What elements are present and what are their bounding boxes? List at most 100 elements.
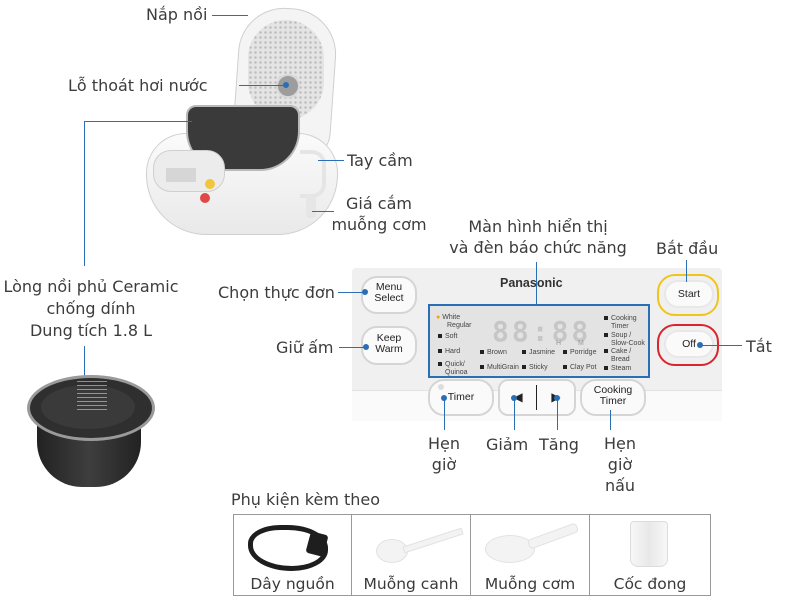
menu-cooking: Cooking [611, 315, 637, 322]
label-decrease: Giảm [486, 435, 529, 454]
accessory-cell: Muỗng cơm [471, 515, 590, 595]
callout-line [686, 260, 687, 282]
brand-logo: Panasonic [500, 276, 563, 290]
menu-white: White [442, 314, 461, 321]
callout-line [514, 398, 515, 430]
label-menu-select: Chọn thực đơn [218, 283, 335, 302]
menu-select-button[interactable]: Menu Select [361, 276, 417, 314]
label-inner-pot: Lòng nồi phủ Ceramic chống dính Dung tíc… [2, 276, 180, 342]
cooking-timer-line2: Timer [599, 395, 627, 407]
callout-line [239, 85, 287, 86]
menu-soft: Soft [445, 333, 458, 340]
menu-item-clay-pot: Clay Pot [563, 364, 596, 372]
label-lid: Nắp nồi [146, 5, 208, 24]
menu-multigrain: MultiGrain [487, 364, 519, 371]
label-handle: Tay cầm [347, 151, 413, 170]
callout-dot [511, 395, 517, 401]
rice-paddle-icon [485, 535, 535, 563]
callout-line [318, 160, 344, 161]
callout-line [338, 292, 366, 293]
menu-sticky: Sticky [529, 364, 548, 371]
menu-item-sticky: Sticky [522, 364, 548, 372]
label-spoon-holder-line1: Giá cắm [346, 194, 412, 213]
label-spoon-holder-line2: muỗng cơm [331, 215, 427, 234]
decrease-button[interactable]: ◀ [513, 390, 523, 404]
menu-select-line2: Select [374, 292, 404, 304]
callout-line [339, 347, 367, 348]
timer-button[interactable]: Timer [428, 379, 494, 416]
off-button[interactable]: Off [664, 330, 714, 358]
timer-label: Timer [447, 391, 475, 403]
label-cooking-timer-line2: giờ [607, 455, 633, 474]
menu-jasmine: Jasmine [529, 349, 556, 356]
menu-soup: Soup / [611, 332, 632, 339]
spoon-holder [306, 196, 316, 218]
menu-regular: Regular [447, 321, 472, 329]
menu-timer: Timer [611, 322, 629, 330]
power-cord-icon [248, 525, 328, 571]
menu-quinoa: Quinoa [445, 368, 468, 376]
accessories-title: Phụ kiện kèm theo [231, 490, 381, 509]
start-ring [657, 274, 719, 316]
inner-pot [27, 375, 155, 490]
label-off: Tắt [746, 337, 772, 356]
menu-item-hard: Hard [438, 348, 460, 356]
cooking-timer-button[interactable]: Cooking Timer [580, 379, 646, 416]
callout-dot [363, 344, 369, 350]
menu-cake: Cake / [611, 348, 632, 355]
soup-ladle-handle [402, 527, 464, 554]
menu-slow-cook: Slow-Cook [611, 339, 645, 347]
menu-hard: Hard [445, 348, 461, 355]
lcd-h: H [556, 340, 562, 347]
label-increase: Tăng [539, 435, 579, 454]
mini-lcd [166, 168, 196, 182]
accessory-name: Dây nguồn [250, 575, 335, 593]
menu-brown: Brown [487, 349, 507, 356]
callout-line [557, 398, 558, 430]
menu-item-cake: Cake /Bread [604, 348, 631, 363]
label-start: Bắt đầu [656, 239, 719, 258]
menu-select-line1: Menu [375, 281, 403, 293]
lcd-display: 88:88 H M ●White Regular Soft Hard Quick… [428, 304, 650, 378]
start-button[interactable]: Start [664, 280, 714, 308]
callout-line [212, 15, 248, 16]
label-cooking-timer-line3: nấu [604, 476, 636, 495]
menu-item-soft: Soft [438, 333, 457, 341]
label-timer-line1: Hẹn [427, 434, 460, 453]
label-timer-line2: giờ [431, 455, 457, 474]
lid-grill [248, 20, 324, 120]
label-display-line1: Màn hình hiển thị [468, 217, 608, 236]
label-steam-vent: Lỗ thoát hơi nước [68, 76, 208, 95]
callout-line [700, 345, 742, 346]
label-inner-pot-line3: Dung tích 1.8 L [29, 321, 153, 340]
measuring-cup-icon [630, 521, 668, 567]
label-keep-warm: Giữ ấm [276, 338, 334, 357]
menu-item-jasmine: Jasmine [522, 349, 555, 357]
label-timer: Hẹn giờ [422, 433, 466, 475]
callout-dot [697, 342, 703, 348]
callout-line [312, 211, 334, 212]
keep-warm-button[interactable]: Keep Warm [361, 326, 417, 365]
lcd-m: M [578, 340, 584, 347]
menu-item-brown: Brown [480, 349, 507, 357]
accessory-name: Muỗng canh [363, 575, 459, 593]
menu-item-multigrain: MultiGrain [480, 364, 519, 372]
callout-line [84, 121, 192, 122]
callout-dot [554, 395, 560, 401]
callout-line [84, 346, 85, 378]
label-cooking-timer: Hẹn giờ nấu [596, 433, 644, 496]
keep-warm-line1: Keep [376, 332, 402, 344]
callout-dot [362, 289, 368, 295]
menu-steam: Steam [611, 365, 632, 372]
callout-dot [283, 82, 289, 88]
cooker-handle [300, 150, 326, 198]
keep-warm-line2: Warm [375, 343, 403, 355]
menu-bread: Bread [611, 355, 630, 363]
label-inner-pot-line2: chống dính [46, 299, 136, 318]
label-inner-pot-line1: Lòng nồi phủ Ceramic [3, 277, 179, 296]
mini-start-button [205, 179, 215, 189]
callout-line [84, 121, 85, 266]
accessories-table: Dây nguồn Muỗng canh Muỗng cơm Cốc đong [233, 514, 711, 596]
accessory-cell: Muỗng canh [352, 515, 471, 595]
